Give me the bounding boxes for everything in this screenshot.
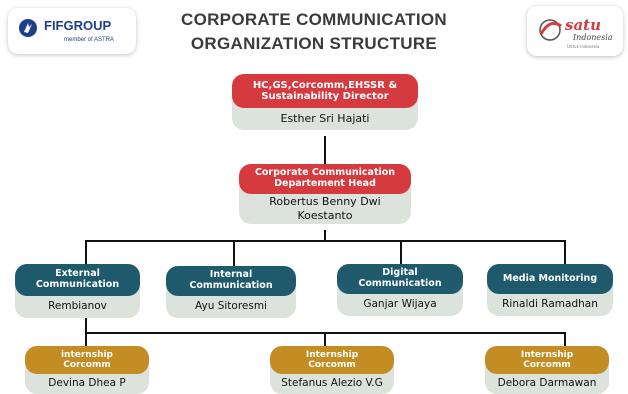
- director-role: HC,GS,Corcomm,EHSSR & Sustainability Dir…: [232, 74, 418, 108]
- fifgroup-brand: FIFGROUP: [44, 18, 112, 33]
- connector-dept-1: [85, 240, 87, 268]
- dept-node-media: Media Monitoring Rinaldi Ramadhan: [487, 264, 613, 316]
- intern-role: internship Corcomm: [25, 346, 149, 374]
- fifgroup-emblem-icon: [19, 19, 37, 37]
- intern-node-2: Internship Corcomm Stefanus Alezio V.G: [270, 346, 394, 394]
- dept-role: Media Monitoring: [487, 264, 613, 294]
- intern-node-1: internship Corcomm Devina Dhea P: [25, 346, 149, 394]
- connector-intern-2: [324, 332, 326, 350]
- satu-tagline: Untuk Indonesia: [567, 44, 600, 49]
- dept-node-external: External Communication Rembianov: [15, 264, 140, 318]
- connector-external-down: [85, 318, 87, 334]
- connector-dept-3: [400, 240, 402, 268]
- connector-dept-2: [233, 240, 235, 268]
- satu-brand: satu: [565, 16, 601, 34]
- dept-node-digital: Digital Communication Ganjar Wijaya: [337, 264, 463, 316]
- chart-title-line1: CORPORATE COMMUNICATION: [181, 10, 447, 29]
- dept-role: Internal Communication: [166, 266, 296, 296]
- satu-emblem-icon: [539, 19, 562, 41]
- chart-title-line2: ORGANIZATION STRUCTURE: [190, 34, 438, 53]
- connector-intern-1: [85, 332, 87, 350]
- fifgroup-tagline: member of ASTRA: [64, 37, 115, 43]
- fifgroup-logo: FIFGROUP member of ASTRA: [8, 8, 136, 54]
- connector-dept-4: [564, 240, 566, 268]
- dept-role: Digital Communication: [337, 264, 463, 294]
- intern-role: Internship Corcomm: [485, 346, 609, 374]
- intern-name: Stefanus Alezio V.G: [270, 366, 394, 394]
- satu-sub: Indonesia: [573, 33, 613, 42]
- satu-indonesia-logo: satu Indonesia Untuk Indonesia: [527, 6, 623, 56]
- dept-role: External Communication: [15, 264, 140, 296]
- intern-role: Internship Corcomm: [270, 346, 394, 374]
- intern-node-3: Internship Corcomm Debora Darmawan: [485, 346, 609, 394]
- head-node: Corporate Communication Departement Head…: [239, 164, 411, 224]
- connector-dept-bus: [85, 240, 565, 242]
- director-node: HC,GS,Corcomm,EHSSR & Sustainability Dir…: [232, 74, 418, 130]
- connector-intern-3: [564, 332, 566, 350]
- dept-node-internal: Internal Communication Ayu Sitoresmi: [166, 266, 296, 318]
- connector-head-bus: [324, 230, 326, 242]
- connector-director-head: [324, 136, 326, 166]
- head-role: Corporate Communication Departement Head: [239, 164, 411, 194]
